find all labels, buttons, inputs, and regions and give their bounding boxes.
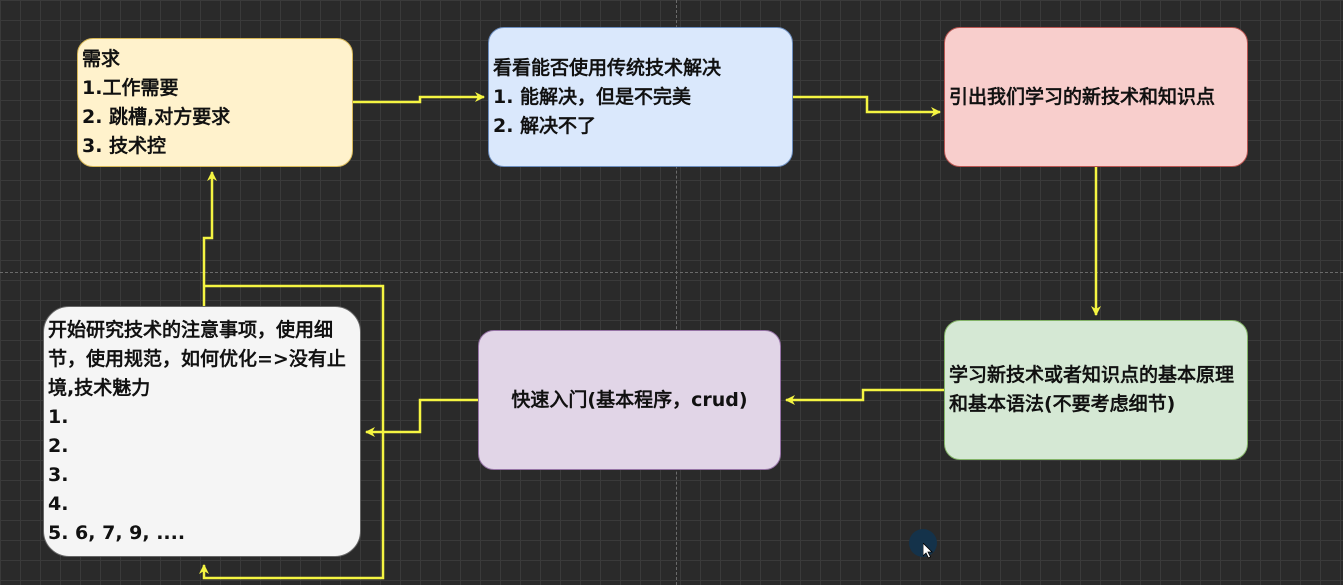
node-demand-line-2: 1.工作需要 (82, 77, 179, 99)
node-research[interactable]: 开始研究技术的注意事项，使用细节，使用规范，如何优化=>没有止境,技术魅力 1.… (43, 306, 361, 557)
node-research-line-4: 4. (48, 492, 69, 515)
node-traditional[interactable]: 看看能否使用传统技术解决 1. 能解决，但是不完美 2. 解决不了 (488, 27, 793, 167)
node-traditional-line-3: 2. 解决不了 (493, 114, 597, 137)
edge-quickstart-to-research (365, 398, 478, 437)
node-learn-text: 学习新技术或者知识点的基本原理和基本语法(不要考虑细节) (949, 364, 1235, 415)
node-research-line-1: 1. (48, 405, 69, 428)
node-research-line-3: 3. (48, 463, 69, 486)
node-introduce-text: 引出我们学习的新技术和知识点 (949, 85, 1216, 108)
edge-research-to-demand (202, 171, 217, 306)
node-traditional-line-1: 看看能否使用传统技术解决 (493, 56, 722, 79)
node-research-line-5: 5. 6, 7, 9, .... (48, 521, 186, 544)
node-research-heading: 开始研究技术的注意事项，使用细节，使用规范，如何优化=>没有止境,技术魅力 (48, 318, 346, 399)
node-introduce[interactable]: 引出我们学习的新技术和知识点 (944, 27, 1248, 167)
node-traditional-line-2: 1. 能解决，但是不完美 (493, 85, 692, 108)
node-quickstart-text: 快速入门(基本程序，crud) (511, 388, 748, 411)
edge-demand-to-traditional (353, 92, 485, 104)
mouse-cursor-icon (909, 529, 937, 559)
node-research-line-2: 2. (48, 434, 69, 457)
node-demand-line-4: 3. 技术控 (82, 135, 167, 157)
edge-traditional-to-introduce (793, 95, 941, 117)
node-learn[interactable]: 学习新技术或者知识点的基本原理和基本语法(不要考虑细节) (944, 320, 1248, 460)
node-demand-line-3: 2. 跳槽,对方要求 (82, 106, 231, 128)
node-demand[interactable]: 需求 1.工作需要 2. 跳槽,对方要求 3. 技术控 (77, 38, 353, 167)
edge-research-loop (199, 284, 385, 580)
node-demand-line-1: 需求 (82, 48, 121, 70)
node-quickstart[interactable]: 快速入门(基本程序，crud) (478, 330, 781, 470)
grid-guide-horizontal (0, 272, 1343, 273)
edge-learn-to-quickstart (785, 388, 944, 405)
grid-guide-vertical (676, 0, 677, 585)
